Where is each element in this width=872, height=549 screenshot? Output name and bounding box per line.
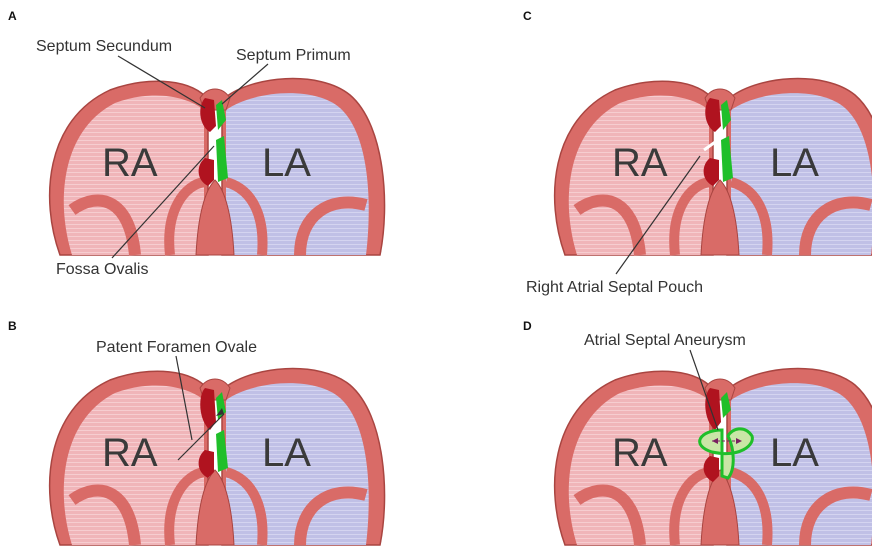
panel-a: A RA LA Septum Secundum Septum Primum Fo…	[8, 9, 385, 278]
panel-letter-d: D	[523, 319, 532, 333]
la-label-d: LA	[770, 431, 819, 475]
ra-label-c: RA	[612, 141, 668, 185]
ra-label-b: RA	[102, 431, 158, 475]
callout-septum-secundum: Septum Secundum	[36, 38, 172, 55]
la-label-b: LA	[262, 431, 311, 475]
panel-b: B RA LA Patent Foramen Ovale	[8, 319, 385, 545]
panel-letter-a: A	[8, 9, 17, 23]
callout-patent-foramen-ovale: Patent Foramen Ovale	[96, 339, 257, 356]
callout-atrial-septal-aneurysm: Atrial Septal Aneurysm	[584, 332, 746, 349]
ra-label-a: RA	[102, 141, 158, 185]
callout-septum-primum: Septum Primum	[236, 47, 351, 64]
ra-label-d: RA	[612, 431, 668, 475]
la-label-c: LA	[770, 141, 819, 185]
callout-right-atrial-septal-pouch: Right Atrial Septal Pouch	[526, 279, 703, 296]
callout-fossa-ovalis: Fossa Ovalis	[56, 261, 148, 278]
panel-letter-b: B	[8, 319, 17, 333]
la-label-a: LA	[262, 141, 311, 185]
panel-letter-c: C	[523, 9, 532, 23]
panel-d: D RA LA Atrial Septal Aneurysm	[523, 319, 872, 545]
panel-c: C RA LA Right Atrial Septal Pouch	[523, 9, 872, 296]
